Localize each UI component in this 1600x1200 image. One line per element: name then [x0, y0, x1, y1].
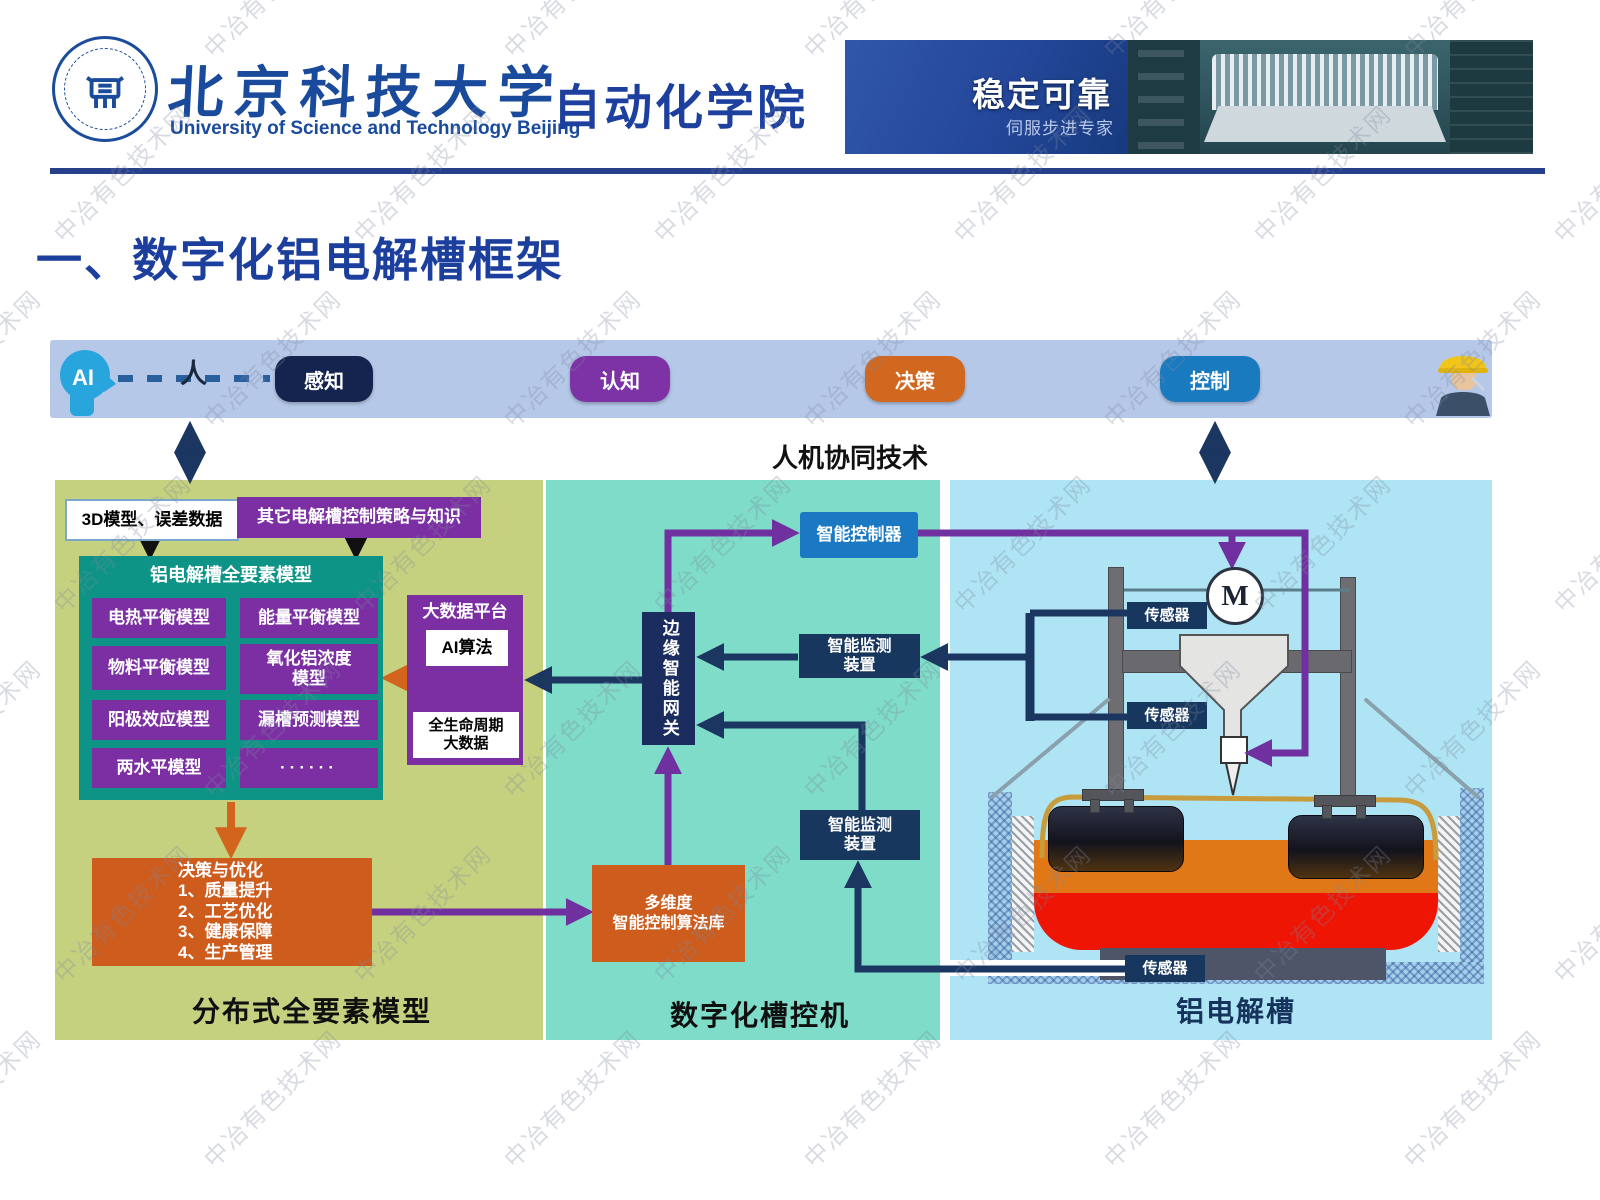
banner-slogan-section: 稳定可靠 伺服步进专家: [845, 40, 1128, 154]
model-cell: 氧化铝浓度 模型: [240, 644, 378, 694]
svg-text:AI: AI: [72, 365, 94, 390]
yoke-stub: [1356, 805, 1366, 819]
model-cell: 物料平衡模型: [92, 646, 226, 690]
yoke-stub: [1124, 799, 1134, 813]
pill-control: 控制: [1160, 356, 1260, 402]
right-support-post: [1340, 577, 1356, 797]
watermark-text: 中冶有色技术网: [1549, 840, 1600, 989]
pill-cognition-label: 认知: [600, 370, 640, 393]
ding-vessel-icon: [85, 76, 125, 109]
bar-caption: 人机协同技术: [771, 444, 928, 473]
yoke-stub: [1322, 805, 1332, 819]
pill-perception-label: 感知: [304, 370, 344, 393]
anode-left: [1048, 806, 1184, 872]
input-3d-model-box: 3D模型、误差数据: [65, 499, 239, 541]
university-name-en: University of Science and Technology Bei…: [170, 118, 581, 139]
ustb-logo: [52, 36, 158, 142]
worker-icon: [1436, 356, 1490, 416]
university-name-cn: 北京科技大学: [166, 63, 566, 125]
model-cell-ellipsis: ······: [240, 748, 378, 788]
anode-right: [1288, 815, 1424, 879]
intelligent-controller-box: 智能控制器: [800, 512, 918, 558]
model-cell: 阳极效应模型: [92, 700, 226, 740]
model-cell: 能量平衡模型: [240, 598, 378, 638]
school-name: 自动化学院: [553, 82, 809, 135]
watermark-text: 中冶有色技术网: [0, 1025, 48, 1174]
cell-lining-left: [1012, 816, 1034, 952]
lifecycle-bigdata-box: 全生命周期 大数据: [413, 712, 519, 758]
watermark-text: 中冶有色技术网: [0, 0, 48, 64]
ai-head-icon: AI: [60, 350, 116, 416]
model-cell: 两水平模型: [92, 748, 226, 788]
middle-panel-label: 数字化槽控机: [669, 1001, 850, 1032]
pill-decision-label: 决策: [895, 370, 935, 393]
ai-algorithm-box: AI算法: [426, 630, 508, 666]
pill-perception: 感知: [275, 356, 373, 402]
watermark-text: 中冶有色技术网: [1399, 1025, 1548, 1174]
sensor-top-box: 传感器: [1127, 602, 1207, 629]
input-strategy-box: 其它电解槽控制策略与知识: [237, 497, 481, 538]
cell-hull-graphic: [1204, 106, 1446, 142]
anode-rods-graphic: [1212, 54, 1438, 110]
pill-decision: 决策: [865, 356, 965, 402]
pill-cognition: 认知: [570, 356, 670, 402]
left-panel-label: 分布式全要素模型: [191, 997, 432, 1028]
cell-lining-right: [1438, 816, 1460, 952]
crossbeam: [1122, 650, 1352, 673]
watermark-text: 中冶有色技术网: [1099, 1025, 1248, 1174]
edge-gateway-box: 边缘智能网关: [642, 612, 695, 745]
page-title: 一、数字化铝电解槽框架: [36, 234, 564, 286]
full-factor-model-title: 铝电解槽全要素模型: [150, 565, 312, 586]
watermark-text: 中冶有色技术网: [499, 1025, 648, 1174]
cell-wall-left: [988, 792, 1012, 984]
watermark-text: 中冶有色技术网: [1549, 470, 1600, 619]
left-support-post: [1108, 567, 1124, 792]
header-banner: 稳定可靠 伺服步进专家: [845, 40, 1533, 154]
banner-machine-photo: [1200, 40, 1450, 154]
decision-optimization-box: 决策与优化 1、质量提升 2、工艺优化 3、健康保障 4、生产管理: [92, 858, 372, 966]
bigdata-platform-title: 大数据平台: [422, 601, 508, 621]
right-panel-label: 铝电解槽: [1175, 997, 1296, 1028]
molten-aluminum-layer: [1034, 893, 1438, 950]
banner-slogan-main: 稳定可靠: [972, 76, 1112, 113]
banner-slogan-sub: 伺服步进专家: [1006, 119, 1114, 138]
monitor-device-bottom-box: 智能监测 装置: [800, 810, 920, 860]
watermark-text: 中冶有色技术网: [1549, 100, 1600, 249]
floor-strip: [950, 960, 1126, 976]
sensor-bottom-box: 传感器: [1125, 955, 1205, 982]
watermark-text: 中冶有色技术网: [199, 1025, 348, 1174]
model-cell: 电热平衡模型: [92, 598, 226, 638]
watermark-text: 中冶有色技术网: [0, 655, 48, 804]
pill-control-label: 控制: [1190, 370, 1230, 393]
banner-drawing-section: [1450, 40, 1533, 154]
banner-menu-column: [1128, 40, 1200, 154]
anode-yoke-left: [1082, 789, 1144, 801]
algorithm-library-box: 多维度 智能控制算法库: [592, 865, 745, 962]
ustb-logo-inner-ring: [64, 48, 146, 130]
sensor-mid-box: 传感器: [1127, 702, 1207, 729]
yoke-stub: [1090, 799, 1100, 813]
anode-yoke-right: [1314, 795, 1376, 807]
watermark-text: 中冶有色技术网: [0, 285, 48, 434]
motor-circle: M: [1206, 567, 1264, 625]
human-glyph: 人: [180, 359, 207, 389]
header-divider: [50, 168, 1545, 174]
watermark-text: 中冶有色技术网: [799, 1025, 948, 1174]
ai-human-dashed-link: [118, 375, 270, 382]
model-cell: 漏槽预测模型: [240, 700, 378, 740]
cell-wall-right: [1460, 788, 1484, 984]
monitor-device-top-box: 智能监测 装置: [799, 634, 920, 678]
